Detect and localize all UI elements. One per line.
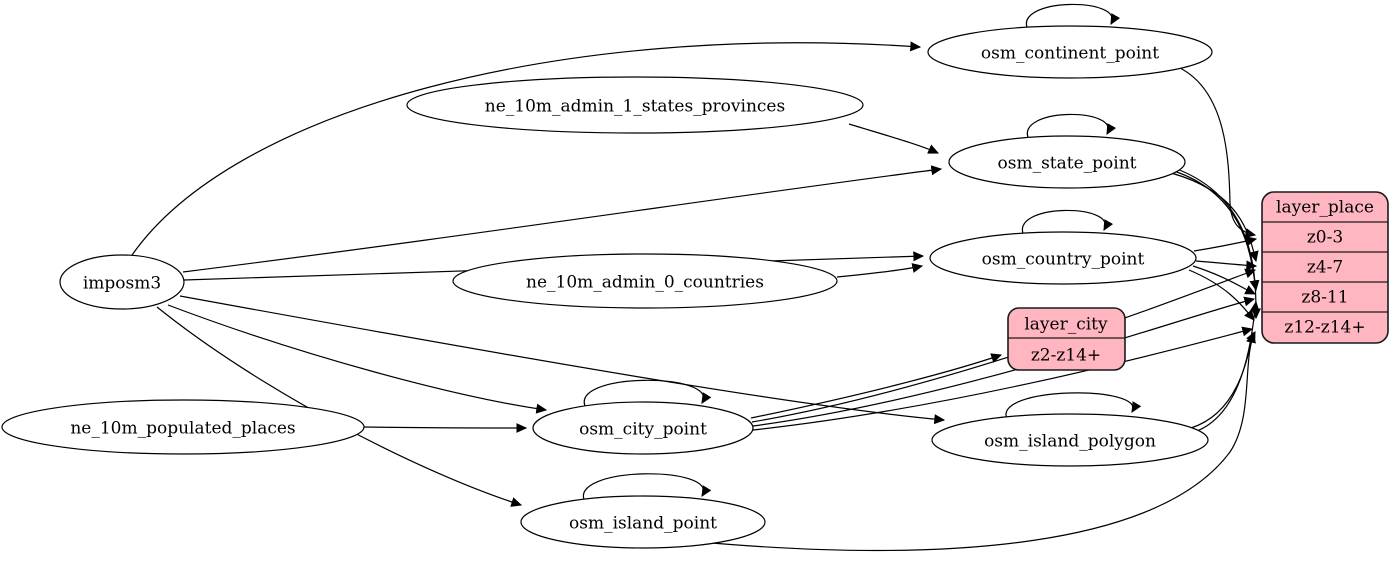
layer_city-title: layer_city bbox=[1024, 315, 1108, 335]
edge-ne_10m_admin_1_states_provinces-osm_state_point bbox=[848, 123, 940, 154]
edge-ne_10m_populated_places-osm_city_point bbox=[363, 422, 528, 434]
node-layer: imposm3 ne_10m_admin_1_states_provinces … bbox=[1, 25, 1213, 549]
imposm3-ellipse bbox=[59, 254, 185, 310]
edge-osm_country_point-layer_place-z0-3 bbox=[1193, 236, 1258, 252]
ne_10m_admin_0_countries-label: ne_10m_admin_0_countries bbox=[526, 273, 764, 293]
osm_continent_point-label: osm_continent_point bbox=[981, 44, 1159, 64]
ne_10m_populated_places-label: ne_10m_populated_places bbox=[70, 419, 295, 439]
edge-osm_country_point-layer_place-z12-z14 bbox=[1188, 269, 1255, 321]
record-layer_city: layer_city z2-z14+ bbox=[1007, 307, 1126, 371]
node-ne_10m_admin_1_states_provinces: ne_10m_admin_1_states_provinces bbox=[406, 76, 864, 134]
layer_place-box bbox=[1261, 191, 1389, 344]
osm_state_point-label: osm_state_point bbox=[998, 154, 1137, 174]
node-osm_state_point: osm_state_point bbox=[948, 135, 1186, 189]
edge-imposm3-osm_continent_point bbox=[129, 41, 922, 259]
osm_city_point-label: osm_city_point bbox=[579, 420, 707, 440]
edge-osm_city_point-layer_city-z2-z14 bbox=[750, 353, 1003, 419]
edge-osm_state_point-layer_place-z4-7 bbox=[1170, 172, 1259, 263]
node-osm_island_point: osm_island_point bbox=[520, 495, 766, 549]
selfloop-osm_island_polygon bbox=[1005, 392, 1142, 420]
edge-osm_country_point-layer_place-z8-11 bbox=[1192, 265, 1257, 295]
node-ne_10m_populated_places: ne_10m_populated_places bbox=[1, 399, 365, 455]
ne_10m_admin_1_states_provinces-ellipse bbox=[406, 76, 864, 134]
edge-imposm3-osm_city_point bbox=[167, 304, 548, 414]
edge-osm_island_polygon-layer_place-z8-11 bbox=[1196, 300, 1260, 432]
edge-osm_continent_point-layer_place-z0-3 bbox=[1179, 67, 1257, 239]
ne_10m_populated_places-ellipse bbox=[1, 399, 365, 455]
edge-osm_city_point-layer_place-z4-7 bbox=[751, 268, 1257, 423]
layer_place-row-z12-z14: z12-z14+ bbox=[1284, 318, 1365, 338]
selfloop-osm_country_point bbox=[1021, 209, 1114, 237]
node-osm_island_polygon: osm_island_polygon bbox=[931, 413, 1209, 467]
osm_island_polygon-label: osm_island_polygon bbox=[984, 432, 1156, 452]
selfloop-osm_city_point bbox=[583, 379, 712, 409]
osm_island_polygon-ellipse bbox=[931, 413, 1209, 467]
osm_island_point-ellipse bbox=[520, 495, 766, 549]
edge-osm_city_point-layer_place-z12-z14 bbox=[752, 326, 1254, 431]
ne_10m_admin_0_countries-ellipse bbox=[452, 253, 838, 309]
edge-imposm3-osm_state_point bbox=[182, 165, 943, 273]
record-layer_place: layer_place z0-3 z4-7 z8-11 z12-z14+ bbox=[1261, 191, 1389, 344]
node-osm_continent_point: osm_continent_point bbox=[927, 25, 1213, 79]
edge-osm_island_point-layer_place-z12-z14 bbox=[699, 330, 1256, 552]
selfloop-osm_continent_point bbox=[1025, 3, 1121, 31]
layer_place-row-z8-11: z8-11 bbox=[1301, 288, 1348, 308]
imposm3-label: imposm3 bbox=[83, 274, 161, 294]
layer_place-row-z4-7: z4-7 bbox=[1307, 258, 1343, 278]
osm_continent_point-ellipse bbox=[927, 25, 1213, 79]
node-osm_country_point: osm_country_point bbox=[929, 231, 1197, 285]
edge-osm_state_point-layer_place-z12-z14 bbox=[1176, 168, 1262, 320]
ne_10m_admin_1_states_provinces-label: ne_10m_admin_1_states_provinces bbox=[485, 97, 785, 117]
layer_place-title: layer_place bbox=[1276, 198, 1374, 218]
selfloop-osm_island_point bbox=[582, 473, 712, 503]
osm_island_point-label: osm_island_point bbox=[569, 514, 717, 534]
osm_state_point-ellipse bbox=[948, 135, 1186, 189]
layer_place-row-z0-3: z0-3 bbox=[1307, 228, 1343, 248]
node-osm_city_point: osm_city_point bbox=[532, 401, 754, 455]
osm_country_point-label: osm_country_point bbox=[982, 250, 1145, 270]
edge-osm_country_point-layer_place-z4-7 bbox=[1195, 260, 1258, 271]
osm_city_point-ellipse bbox=[532, 401, 754, 455]
node-imposm3: imposm3 bbox=[59, 254, 185, 310]
selfloop-osm_state_point bbox=[1026, 113, 1117, 141]
edge-ne_10m_admin_0_countries-osm_country_point bbox=[836, 263, 924, 278]
layer_city-row-z2-z14: z2-z14+ bbox=[1031, 346, 1101, 366]
node-ne_10m_admin_0_countries: ne_10m_admin_0_countries bbox=[452, 253, 838, 309]
edge-imposm3-osm_island_polygon bbox=[179, 295, 946, 425]
osm_country_point-ellipse bbox=[929, 231, 1197, 285]
layer_city-box bbox=[1007, 307, 1126, 371]
